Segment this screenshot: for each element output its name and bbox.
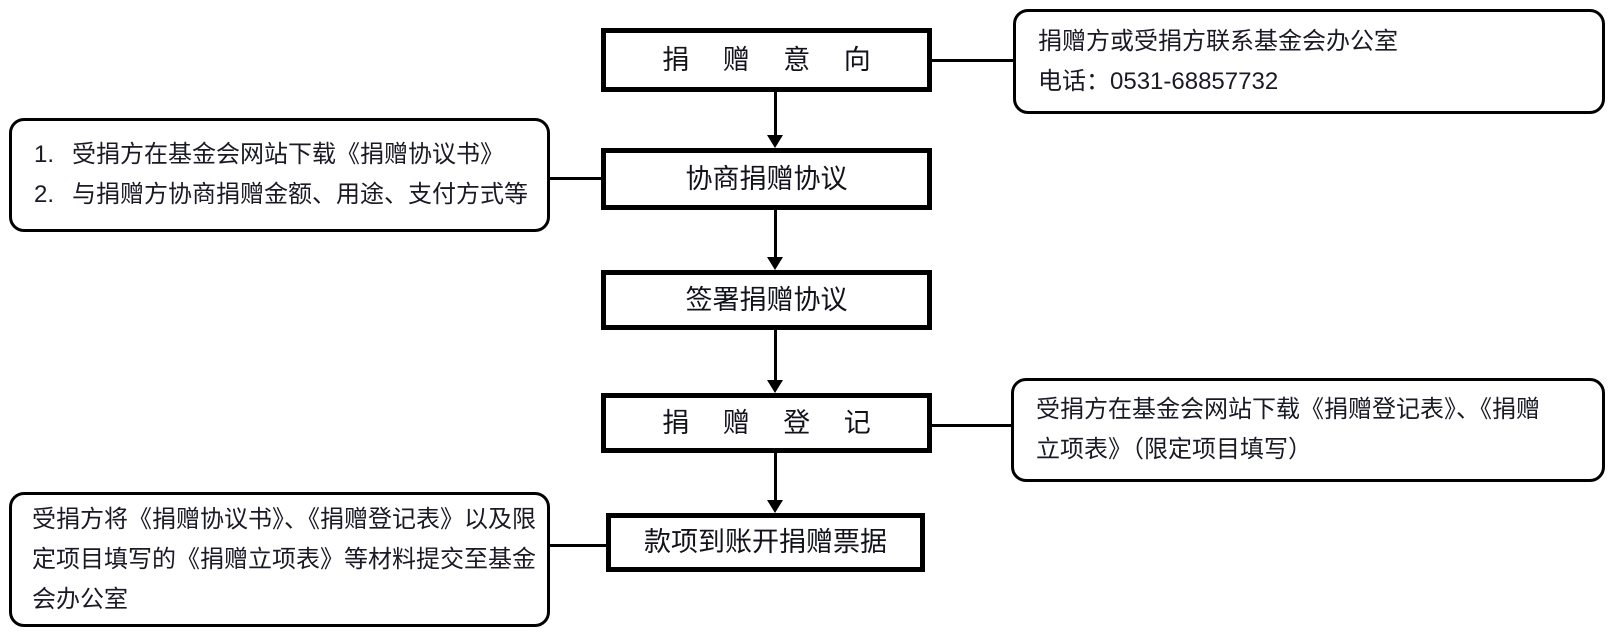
note-agreement-item-2: 2. 与捐赠方协商捐赠金额、用途、支付方式等 xyxy=(34,175,528,215)
flow-step-intent-label: 捐 赠 意 向 xyxy=(662,44,884,75)
arrow-head-icon xyxy=(767,380,783,393)
note-agreement-item-2-number: 2. xyxy=(34,181,55,208)
note-forms-line-2: 立项表》（限定项目填写） xyxy=(1036,436,1312,463)
note-submit-line-1: 受捐方将《捐赠协议书》、《捐赠登记表》以及限 xyxy=(32,505,536,533)
note-contact-line-2: 电话：0531-68857732 xyxy=(1038,67,1279,95)
arrow-head-icon xyxy=(767,500,783,513)
note-download-forms[interactable]: 受捐方在基金会网站下载《捐赠登记表》、《捐赠 立项表》（限定项目填写） xyxy=(1011,378,1605,482)
flow-step-receipt-label: 款项到账开捐赠票据 xyxy=(644,527,887,557)
arrow-shaft xyxy=(774,330,777,380)
note-agreement-item-1-text: 受捐方在基金会网站下载《捐赠协议书》 xyxy=(72,141,504,168)
arrow-shaft xyxy=(774,210,777,257)
flow-step-receipt[interactable]: 款项到账开捐赠票据 xyxy=(606,513,925,572)
note-agreement-steps[interactable]: 1. 受捐方在基金会网站下载《捐赠协议书》 2. 与捐赠方协商捐赠金额、用途、支… xyxy=(9,118,550,232)
flow-step-intent[interactable]: 捐 赠 意 向 xyxy=(601,28,932,92)
arrow-shaft xyxy=(774,92,777,135)
note-submit-line-2: 定项目填写的《捐赠立项表》等材料提交至基金 xyxy=(32,545,536,573)
note-contact-office[interactable]: 捐赠方或受捐方联系基金会办公室 电话：0531-68857732 xyxy=(1013,9,1605,114)
arrow-shaft xyxy=(774,453,777,500)
connector-line-intent-to-contact-note xyxy=(930,59,1015,62)
connector-line-receipt-to-submit-note xyxy=(548,544,608,547)
arrow-head-icon xyxy=(767,135,783,148)
flow-step-sign-label: 签署捐赠协议 xyxy=(685,284,848,315)
arrow-head-icon xyxy=(767,257,783,270)
flow-step-sign[interactable]: 签署捐赠协议 xyxy=(601,270,932,330)
flow-step-register[interactable]: 捐 赠 登 记 xyxy=(601,393,932,453)
note-submit-materials[interactable]: 受捐方将《捐赠协议书》、《捐赠登记表》以及限 定项目填写的《捐赠立项表》等材料提… xyxy=(9,492,550,627)
connector-line-negotiate-to-agreement-note xyxy=(548,177,603,180)
flow-step-negotiate[interactable]: 协商捐赠协议 xyxy=(601,148,932,210)
connector-line-register-to-forms-note xyxy=(930,424,1013,427)
note-submit-line-3: 会办公室 xyxy=(32,585,128,613)
note-contact-line-1: 捐赠方或受捐方联系基金会办公室 xyxy=(1038,27,1398,55)
note-agreement-item-2-text: 与捐赠方协商捐赠金额、用途、支付方式等 xyxy=(72,181,528,208)
note-forms-line-1: 受捐方在基金会网站下载《捐赠登记表》、《捐赠 xyxy=(1036,396,1540,423)
note-agreement-item-1: 1. 受捐方在基金会网站下载《捐赠协议书》 xyxy=(34,135,525,175)
note-agreement-item-1-number: 1. xyxy=(34,141,55,168)
flow-step-negotiate-label: 协商捐赠协议 xyxy=(685,163,848,194)
flow-step-register-label: 捐 赠 登 记 xyxy=(662,407,884,438)
